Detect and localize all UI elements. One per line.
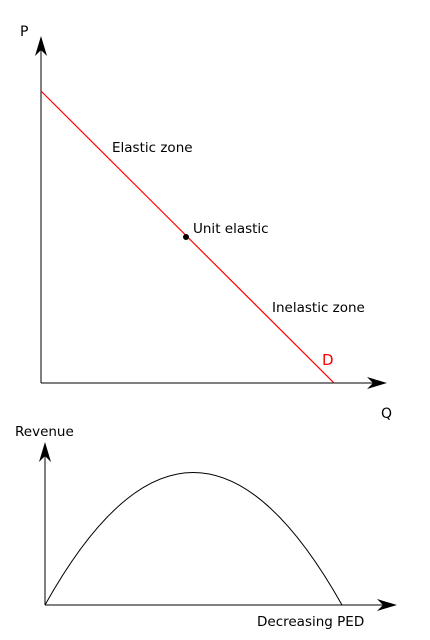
revenue-x-axis-arrowhead — [377, 599, 397, 611]
demand-y-axis-label: P — [20, 24, 28, 40]
unit-elastic-point — [183, 234, 189, 240]
unit-elastic-label: Unit elastic — [193, 221, 269, 237]
inelastic-zone-label: Inelastic zone — [272, 300, 365, 316]
revenue-y-axis-label: Revenue — [15, 424, 74, 440]
revenue-y-axis-arrowhead — [39, 442, 51, 462]
revenue-diagram: Revenue Decreasing PED — [15, 424, 397, 630]
revenue-x-axis-label: Decreasing PED — [257, 614, 364, 630]
demand-y-axis-arrowhead — [35, 36, 47, 56]
demand-curve-label: D — [322, 351, 334, 369]
demand-x-axis-label: Q — [381, 406, 392, 422]
demand-x-axis-arrowhead — [367, 377, 387, 389]
elastic-zone-label: Elastic zone — [112, 140, 193, 156]
revenue-curve — [44, 472, 343, 606]
demand-diagram: P Q D Elastic zone Unit elastic Inelasti… — [20, 24, 392, 422]
